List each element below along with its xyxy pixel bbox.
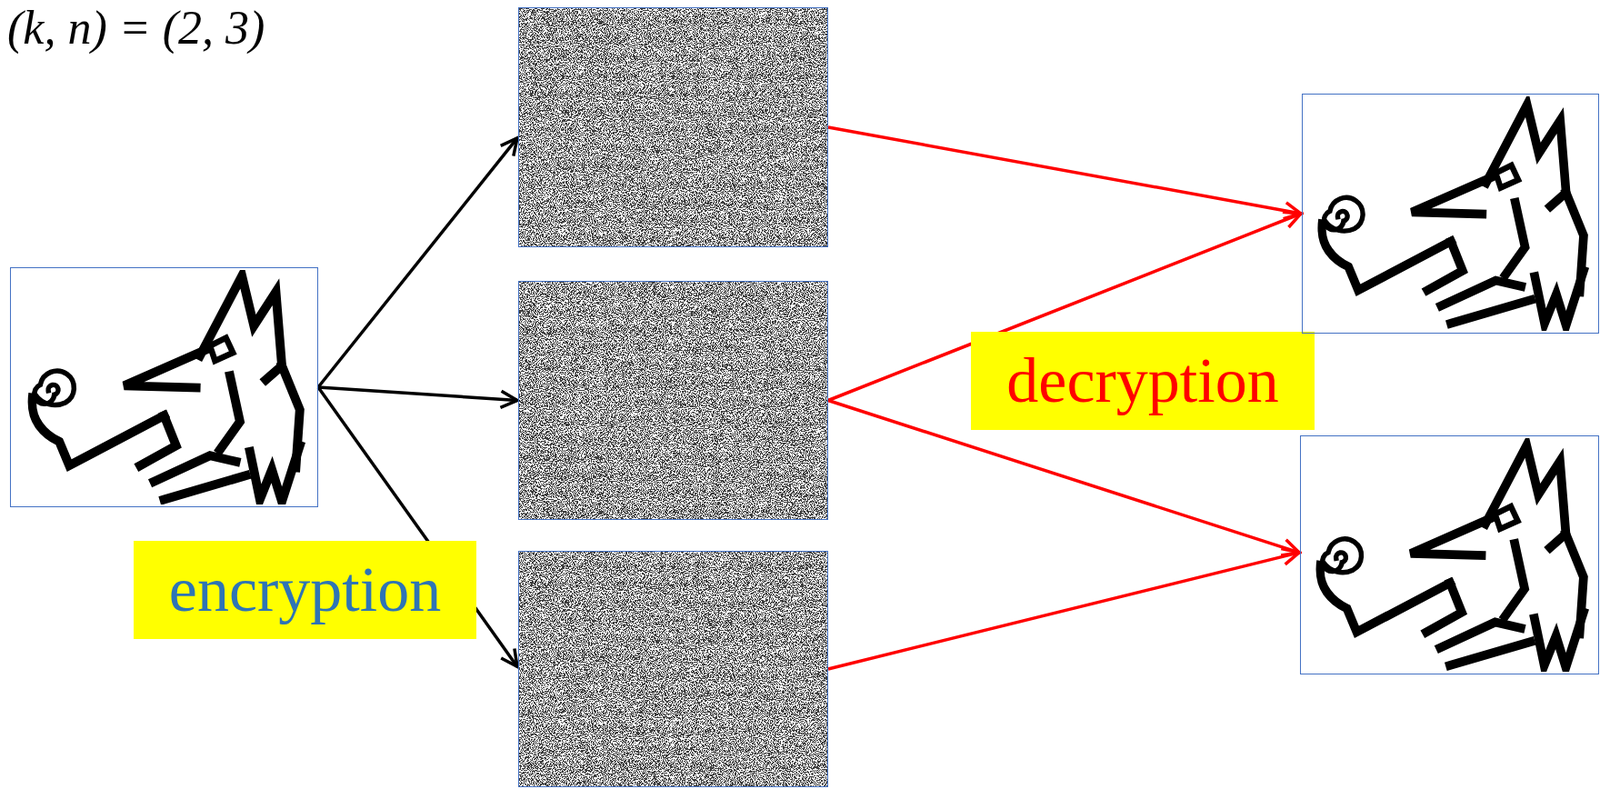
share-box	[518, 7, 829, 248]
recovered-image	[1320, 445, 1584, 668]
secret-image	[31, 276, 300, 502]
share-noise	[518, 550, 829, 788]
decryption-arrow	[828, 127, 1301, 214]
step-text: encryption	[169, 558, 441, 622]
recovered-image	[1321, 104, 1584, 326]
parameter-label: (k, n) = (2, 3)	[7, 1, 265, 54]
recovered-box	[1301, 93, 1600, 334]
encryption-arrow	[318, 387, 518, 401]
share-box	[518, 550, 829, 788]
step-text: decryption	[1006, 349, 1279, 413]
share-noise	[518, 7, 829, 248]
step-label: decryption	[970, 331, 1315, 430]
decryption-arrow	[828, 552, 1300, 670]
share-noise	[518, 280, 829, 520]
encryption-arrow	[318, 138, 518, 388]
recovered-box	[1300, 435, 1600, 675]
step-label: encryption	[133, 540, 477, 640]
secret-image-box	[10, 267, 319, 508]
share-box	[518, 280, 829, 520]
